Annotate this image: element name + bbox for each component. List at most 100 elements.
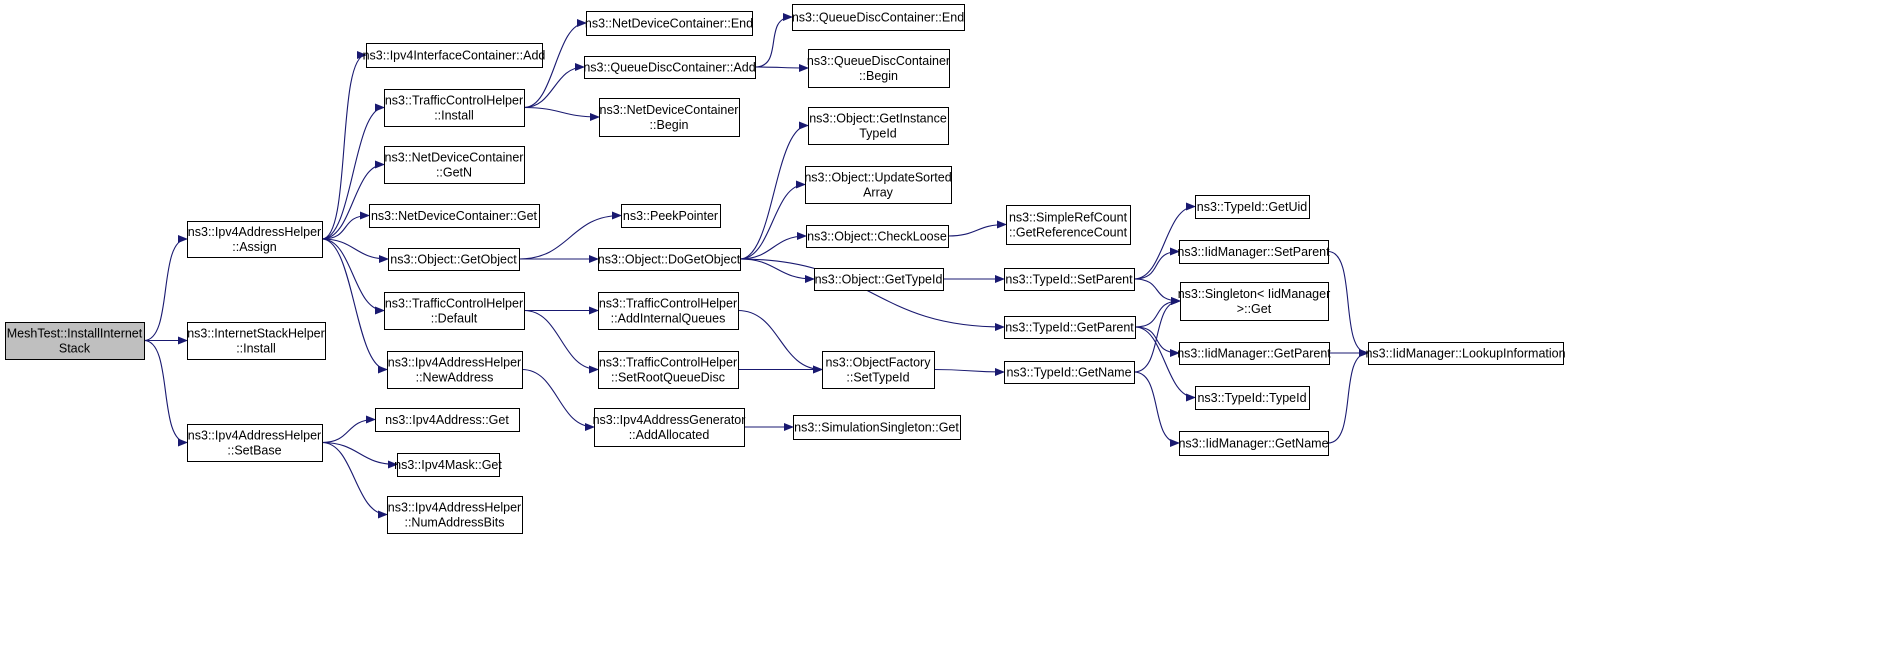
node-label-line: TypeId <box>859 127 897 141</box>
edge-ipv4ah-setbase-to-ipv4mask-get <box>321 441 398 469</box>
node-srefcount-getreferencecount[interactable]: ns3::SimpleRefCount::GetReferenceCount <box>1006 205 1131 245</box>
node-label-line: MeshTest::InstallInternet <box>7 327 143 341</box>
node-ndc-getn[interactable]: ns3::NetDeviceContainer::GetN <box>384 146 525 184</box>
node-box <box>5 322 145 360</box>
node-box <box>1004 361 1135 384</box>
node-ish-install[interactable]: ns3::InternetStackHelper::Install <box>187 322 326 360</box>
node-typeid-setparent[interactable]: ns3::TypeId::SetParent <box>1004 268 1135 291</box>
node-label-line: ns3::TypeId::GetParent <box>1005 321 1134 335</box>
node-label-line: ns3::InternetStackHelper <box>187 327 325 341</box>
node-label-line: ::NewAddress <box>416 371 494 385</box>
node-singleton-get[interactable]: ns3::Singleton< IidManager >::Get <box>1178 282 1331 321</box>
function-nodes: MeshTest::InstallInternetStackns3::Ipv4A… <box>5 4 1566 534</box>
node-box <box>369 204 540 228</box>
node-label-line: ::GetN <box>436 166 472 180</box>
node-tch-addinternalqueues[interactable]: ns3::TrafficControlHelper::AddInternalQu… <box>598 292 739 330</box>
edge-obj-dogetobject-to-obj-updatesortedarray <box>739 180 806 260</box>
node-ndc-begin[interactable]: ns3::NetDeviceContainer::Begin <box>599 98 740 137</box>
node-box <box>1195 386 1310 410</box>
edge-tch-install-to-ndc-begin <box>523 106 600 121</box>
edge-root-to-ipv4ah-assign <box>143 235 188 342</box>
node-box <box>388 248 520 271</box>
node-ipv4mask-get[interactable]: ns3::Ipv4Mask::Get <box>394 453 502 477</box>
node-peekpointer[interactable]: ns3::PeekPointer <box>621 204 721 228</box>
node-box <box>594 408 745 447</box>
node-label-line: Array <box>863 186 894 200</box>
edge-ipv4ah-setbase-to-ipv4ah-numaddressbits <box>321 441 388 519</box>
edge-iidm-getname-to-iidm-lookupinformation <box>1327 349 1369 444</box>
node-ipv4ah-numaddressbits[interactable]: ns3::Ipv4AddressHelper::NumAddressBits <box>387 496 523 534</box>
edge-ipv4ah-assign-to-tch-default <box>321 238 385 315</box>
node-label-line: ns3::QueueDiscContainer::Add <box>583 61 755 75</box>
node-label-line: ns3::Singleton< IidManager <box>1178 287 1331 301</box>
edge-tch-install-to-ndc-end <box>523 19 587 109</box>
node-box <box>808 49 950 88</box>
edge-ipv4ah-assign-to-obj-getobject <box>321 238 389 263</box>
node-objfactory-settypeid[interactable]: ns3::ObjectFactory::SetTypeId <box>822 351 935 389</box>
node-obj-checkloose[interactable]: ns3::Object::CheckLoose <box>806 225 949 248</box>
node-label-line: ns3::PeekPointer <box>623 209 718 223</box>
node-iidm-setparent[interactable]: ns3::IidManager::SetParent <box>1177 240 1330 264</box>
node-label-line: ns3::TrafficControlHelper <box>385 94 523 108</box>
node-ipv4addr-get[interactable]: ns3::Ipv4Address::Get <box>375 408 520 432</box>
node-label-line: ns3::Ipv4AddressHelper <box>188 225 321 239</box>
node-label-line: ::AddAllocated <box>629 428 710 442</box>
node-simsingleton-get[interactable]: ns3::SimulationSingleton::Get <box>793 415 961 440</box>
node-box <box>1195 195 1310 219</box>
edge-objfactory-settypeid-to-typeid-getname <box>933 367 1005 376</box>
node-iidm-getname[interactable]: ns3::IidManager::GetName <box>1178 431 1329 456</box>
node-label-line: ns3::TrafficControlHelper <box>599 356 737 370</box>
node-box <box>397 453 500 477</box>
node-obj-dogetobject[interactable]: ns3::Object::DoGetObject <box>598 248 741 271</box>
node-obj-gettypeid[interactable]: ns3::Object::GetTypeId <box>814 268 944 291</box>
node-iidm-getparent[interactable]: ns3::IidManager::GetParent <box>1177 342 1331 365</box>
node-ipv4ag-addallocated[interactable]: ns3::Ipv4AddressGenerator::AddAllocated <box>593 408 746 447</box>
node-box <box>375 408 520 432</box>
node-label-line: ::SetTypeId <box>846 371 909 385</box>
node-qdc-add[interactable]: ns3::QueueDiscContainer::Add <box>583 56 756 79</box>
node-obj-getobject[interactable]: ns3::Object::GetObject <box>388 248 520 271</box>
node-box <box>1179 431 1329 456</box>
node-ipv4ah-setbase[interactable]: ns3::Ipv4AddressHelper::SetBase <box>187 424 323 462</box>
node-ipv4ic-add[interactable]: ns3::Ipv4InterfaceContainer::Add <box>363 43 546 68</box>
node-label-line: ns3::Ipv4InterfaceContainer::Add <box>363 49 546 63</box>
edge-ipv4ah-newaddress-to-ipv4ag-addallocated <box>521 368 595 431</box>
call-edges <box>143 13 1369 519</box>
node-tch-setrootqueuedisc[interactable]: ns3::TrafficControlHelper::SetRootQueueD… <box>598 351 739 389</box>
node-ndc-end[interactable]: ns3::NetDeviceContainer::End <box>585 11 753 36</box>
edge-qdc-add-to-qdc-begin <box>754 63 809 72</box>
node-label-line: ::Begin <box>859 69 898 83</box>
node-ndc-get[interactable]: ns3::NetDeviceContainer::Get <box>369 204 540 228</box>
node-typeid-getparent[interactable]: ns3::TypeId::GetParent <box>1004 316 1136 339</box>
node-box <box>621 204 721 228</box>
node-label-line: ns3::IidManager::GetName <box>1178 437 1328 451</box>
node-label-line: ns3::Ipv4AddressGenerator <box>593 413 746 427</box>
node-label-line: ::Install <box>236 342 276 356</box>
edge-typeid-getparent-to-typeid-typeid <box>1134 326 1196 402</box>
node-box <box>808 107 949 145</box>
node-label-line: ns3::Ipv4Address::Get <box>385 413 509 427</box>
node-tch-default[interactable]: ns3::TrafficControlHelper::Default <box>384 292 525 330</box>
node-label-line: ns3::Ipv4Mask::Get <box>394 458 502 472</box>
node-ipv4ah-newaddress[interactable]: ns3::Ipv4AddressHelper::NewAddress <box>387 351 523 389</box>
node-qdc-end[interactable]: ns3::QueueDiscContainer::End <box>792 4 965 31</box>
node-iidm-lookupinformation[interactable]: ns3::IidManager::LookupInformation <box>1365 342 1566 365</box>
node-typeid-typeid[interactable]: ns3::TypeId::TypeId <box>1195 386 1310 410</box>
node-label-line: ns3::Ipv4AddressHelper <box>388 356 521 370</box>
edge-ipv4ah-assign-to-ipv4ic-add <box>321 51 367 240</box>
edge-typeid-getname-to-singleton-get <box>1133 297 1181 373</box>
node-label-line: ::GetReferenceCount <box>1009 226 1128 240</box>
node-ipv4ah-assign[interactable]: ns3::Ipv4AddressHelper::Assign <box>187 221 323 258</box>
node-label-line: ::AddInternalQueues <box>611 312 726 326</box>
node-tch-install[interactable]: ns3::TrafficControlHelper::Install <box>384 89 525 127</box>
node-qdc-begin[interactable]: ns3::QueueDiscContainer::Begin <box>807 49 950 88</box>
node-box <box>586 11 753 36</box>
node-typeid-getname[interactable]: ns3::TypeId::GetName <box>1004 361 1135 384</box>
node-box <box>793 415 961 440</box>
node-typeid-getuid[interactable]: ns3::TypeId::GetUid <box>1195 195 1310 219</box>
edge-obj-dogetobject-to-obj-checkloose <box>739 232 807 260</box>
node-box <box>1004 316 1136 339</box>
